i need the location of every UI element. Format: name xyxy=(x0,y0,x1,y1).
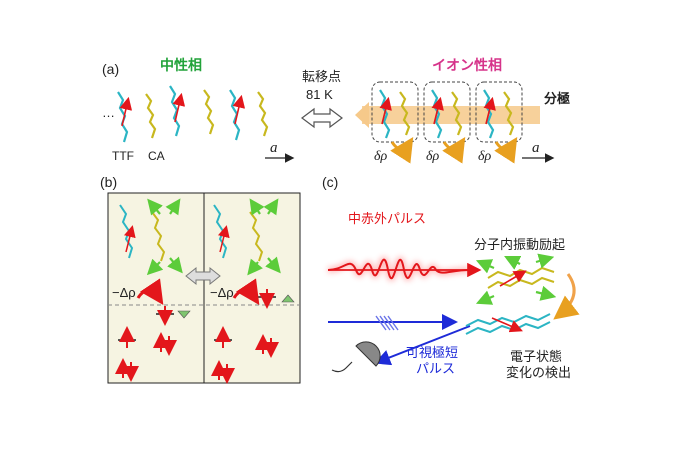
probed-molecule xyxy=(465,313,551,335)
detection-label-line1: 電子状態 xyxy=(510,349,563,364)
neutral-phase-title: 中性相 xyxy=(160,57,202,73)
panel-c-label: (c) xyxy=(322,174,339,190)
ttf-label: TTF xyxy=(112,149,134,163)
state-change-arrow xyxy=(553,273,580,320)
ca-label: CA xyxy=(148,149,165,163)
ionic-phase-title: イオン性相 xyxy=(432,57,502,73)
detector-icon xyxy=(331,341,381,373)
visible-pulse-label-line1: 可視極短 xyxy=(406,345,459,360)
panel-b-label: (b) xyxy=(100,174,118,190)
transition-point-label: 転移点 xyxy=(302,69,342,84)
polarization-arrowhead xyxy=(355,102,369,128)
level-up-arrow xyxy=(281,294,295,303)
chain-ellipsis: … xyxy=(102,105,115,120)
mid-ir-pulse xyxy=(327,256,482,282)
panel-b-double-arrow xyxy=(185,266,221,286)
intramolecular-excitation-label: 分子内振動励起 xyxy=(474,237,566,252)
excited-molecule xyxy=(475,253,557,305)
charge-transfer-arrows xyxy=(390,136,518,164)
delta-rho-3: δρ xyxy=(478,149,492,164)
panel-b-molecules xyxy=(119,198,281,276)
ionic-molecule-chain xyxy=(379,89,515,139)
electron-spins xyxy=(115,289,279,384)
axis-a-left: a xyxy=(270,140,278,156)
minus-delta-rho-left: −Δρ xyxy=(112,285,136,300)
mid-ir-pulse-label: 中赤外パルス xyxy=(348,211,427,226)
dimer-boxes xyxy=(371,81,523,143)
visible-pulse-label-line2: パルス xyxy=(416,361,456,376)
delta-rho-2: δρ xyxy=(426,149,440,164)
transition-temperature: 81 K xyxy=(306,87,333,102)
panel-a-label: (a) xyxy=(102,61,120,77)
delta-rho-1: δρ xyxy=(374,149,388,164)
polarization-label: 分極 xyxy=(544,91,571,106)
neutral-molecule-chain xyxy=(117,85,269,143)
minus-delta-rho-right: −Δρ xyxy=(210,285,234,300)
visible-pulse xyxy=(328,314,471,366)
detection-label-line2: 変化の検出 xyxy=(506,365,572,380)
transition-double-arrow xyxy=(301,107,343,129)
charge-shift-arrows xyxy=(136,278,260,305)
level-down-arrow xyxy=(177,310,191,319)
axis-a-right: a xyxy=(532,140,540,156)
polarization-band xyxy=(362,106,540,124)
